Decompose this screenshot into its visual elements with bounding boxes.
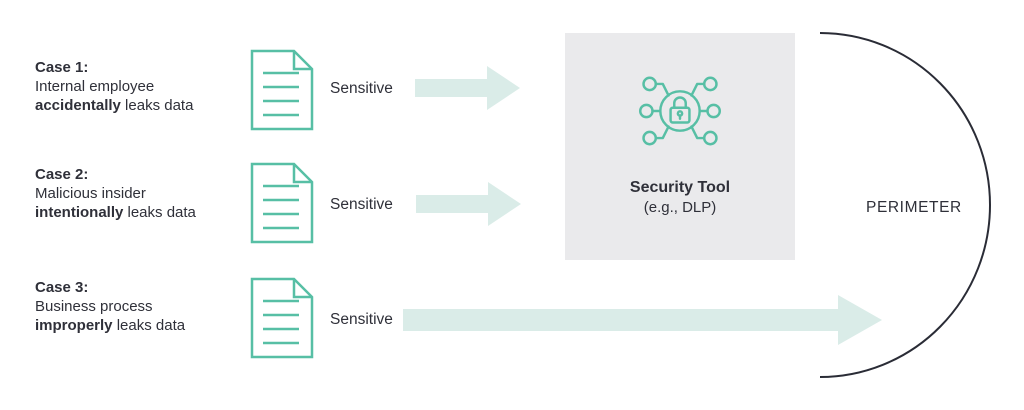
case-1-line1: Internal employee <box>35 78 155 95</box>
case-1-line2: accidentally leaks data <box>35 96 193 115</box>
perimeter-label: PERIMETER <box>866 199 962 216</box>
case-2-text: Case 2: Malicious insider intentionally … <box>35 165 196 222</box>
block-arrow-right-icon <box>416 182 521 226</box>
block-arrow-right-icon <box>415 66 520 110</box>
document-icon <box>250 277 314 359</box>
case-1-title: Case 1: <box>35 59 89 76</box>
case-3-keyword: improperly <box>35 317 113 334</box>
case-3-text: Case 3: Business process improperly leak… <box>35 278 185 335</box>
case-3-title: Case 3: <box>35 279 89 296</box>
sensitive-label-3: Sensitive <box>330 311 393 328</box>
block-arrow-right-long-icon <box>403 295 882 345</box>
document-icon <box>250 49 314 131</box>
case-1-text: Case 1: Internal employee accidentally l… <box>35 58 193 115</box>
security-tool-title: Security Tool <box>629 179 731 196</box>
security-tool-box: Security Tool (e.g., DLP) <box>565 33 795 260</box>
case-2-title: Case 2: <box>35 166 89 183</box>
case-2-line2: intentionally leaks data <box>35 203 196 222</box>
case-3-line2: improperly leaks data <box>35 316 185 335</box>
sensitive-label-2: Sensitive <box>330 196 393 213</box>
security-tool-subtitle: (e.g., DLP) <box>643 199 717 216</box>
case-1-line2-rest: leaks data <box>120 97 194 114</box>
case-3-line2-rest: leaks data <box>112 317 186 334</box>
case-2-line1: Malicious insider <box>35 185 146 202</box>
case-2-keyword: intentionally <box>35 204 124 221</box>
case-1-keyword: accidentally <box>35 97 121 114</box>
case-2-line2-rest: leaks data <box>123 204 196 221</box>
sensitive-label-1: Sensitive <box>330 80 393 97</box>
network-lock-icon <box>639 76 721 146</box>
case-3-line1: Business process <box>35 298 153 315</box>
document-icon <box>250 162 314 244</box>
